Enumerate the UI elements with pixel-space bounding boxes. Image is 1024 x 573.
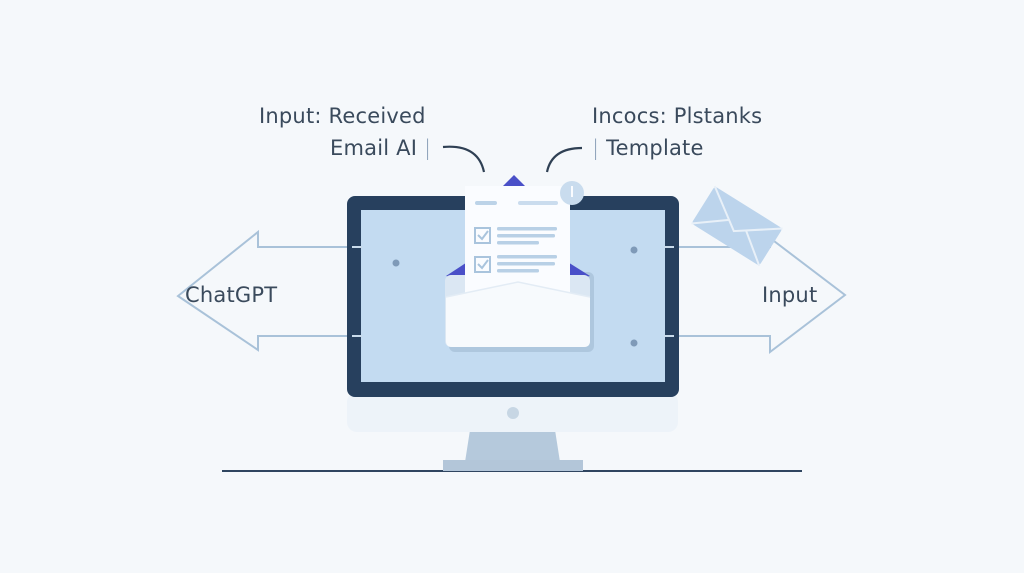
- envelope-icon: [691, 185, 783, 267]
- arrow-left-icon: [176, 229, 353, 352]
- checkbox-checked-icon: [474, 256, 491, 273]
- checkbox-checked-icon: [474, 227, 491, 244]
- label-incocs: Incocs: Plstanks: [592, 104, 763, 128]
- label-email-ai-text: Email AI: [330, 136, 418, 160]
- screen-dot: [630, 246, 638, 254]
- label-template-text: Template: [606, 136, 704, 160]
- label-chatgpt: ChatGPT: [185, 283, 278, 307]
- label-template: | Template: [592, 136, 704, 160]
- screen-dot: [392, 259, 400, 267]
- monitor-stand: [443, 430, 583, 471]
- label-input-received: Input: Received: [259, 104, 426, 128]
- power-button-icon: [507, 407, 519, 419]
- envelope-front: [445, 281, 591, 347]
- screen-dot: [630, 339, 638, 347]
- text-cursor: |: [592, 136, 600, 160]
- connector-curve-right: [545, 146, 583, 173]
- text-cursor: |: [424, 136, 432, 160]
- label-input: Input: [762, 283, 818, 307]
- label-email-ai: Email AI |: [330, 136, 431, 160]
- alert-badge-icon: [560, 181, 584, 205]
- connector-curve-left: [442, 145, 486, 173]
